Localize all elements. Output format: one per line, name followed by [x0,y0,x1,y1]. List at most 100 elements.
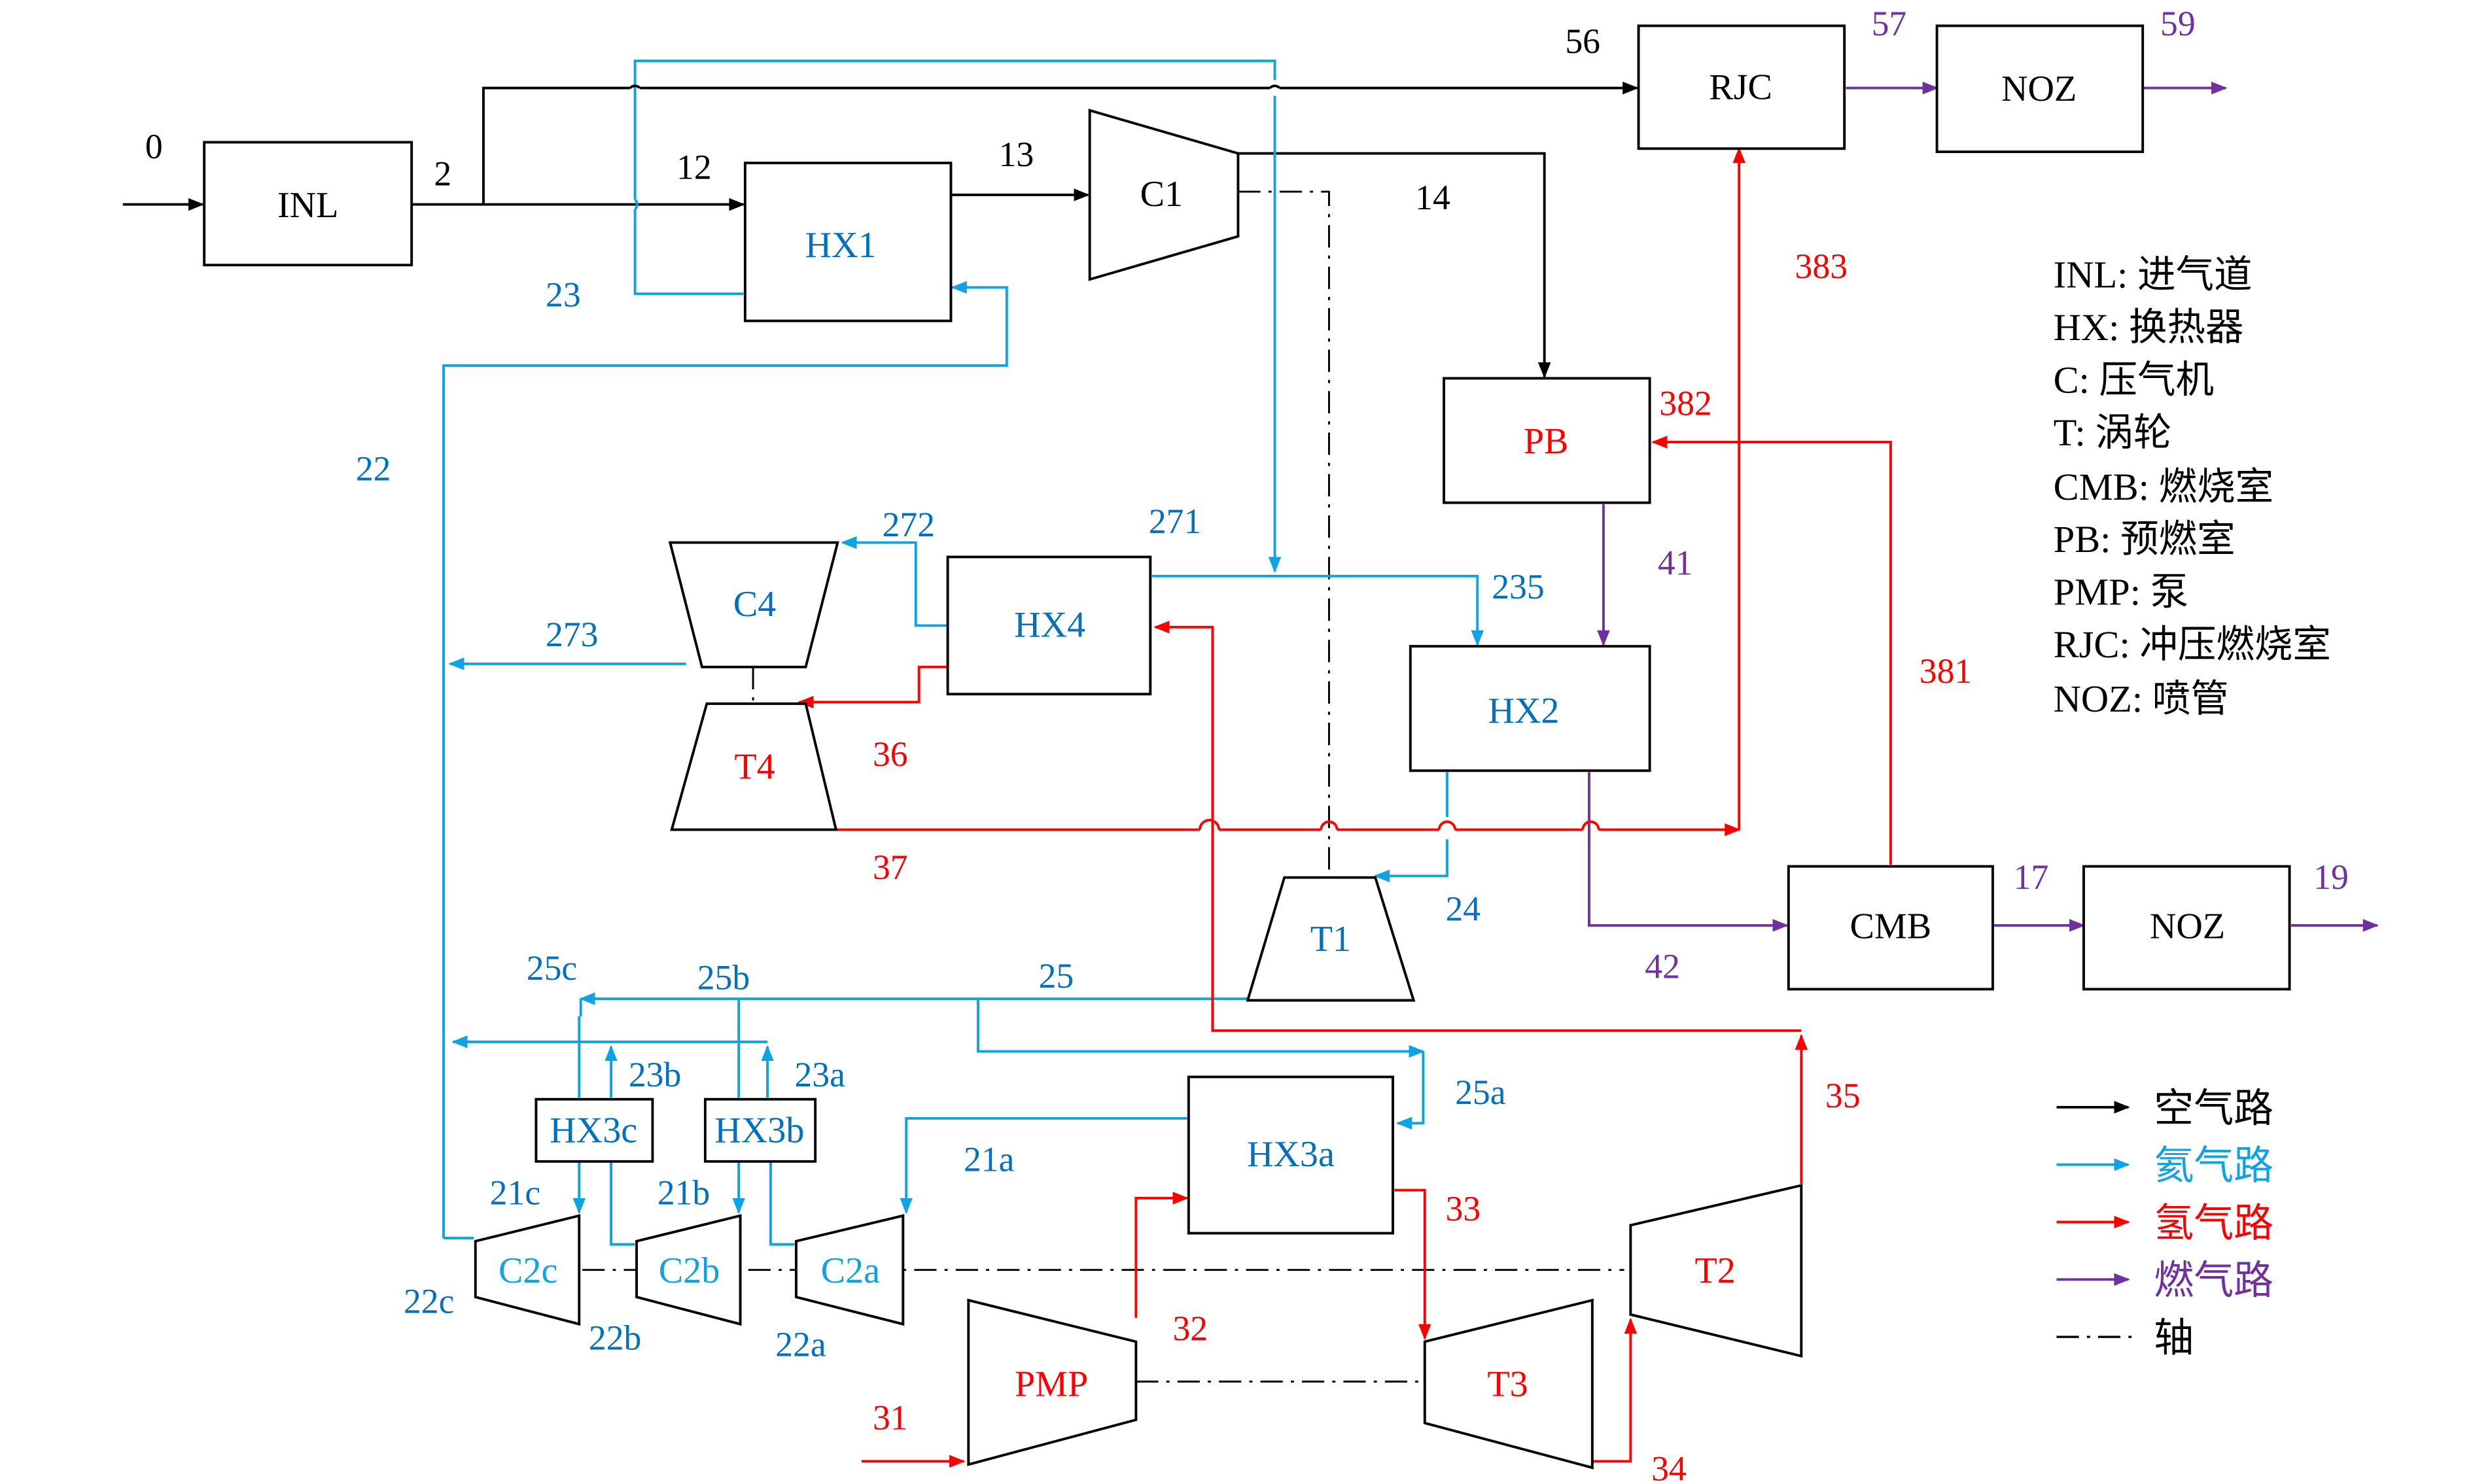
abbr-item: RJC: 冲压燃烧室 [2054,623,2331,666]
abbr-item: NOZ: 喷管 [2054,678,2229,720]
station-383: 383 [1795,247,1848,286]
label-pb: PB [1524,421,1569,462]
station-56: 56 [1565,22,1600,61]
station-25b: 25b [697,958,750,997]
abbr-item: T: 涡轮 [2054,411,2172,454]
station-23: 23 [546,275,581,315]
station-25a: 25a [1455,1073,1506,1112]
hx3b-box [703,1097,817,1163]
legend-helium-label: 氦气路 [2154,1145,2273,1188]
noz-mid-box [2082,865,2291,991]
station-24: 24 [1445,889,1481,929]
shaft-c1-t1 [1238,190,1330,878]
station-14: 14 [1415,178,1450,217]
label-inl: INL [277,185,338,226]
label-c2b: C2b [659,1251,720,1291]
station-42: 42 [1645,946,1680,986]
label-c2a: C2a [821,1251,880,1291]
hydrogen-path [798,147,1892,1468]
station-21c: 21c [490,1173,540,1213]
t1-shape [1246,876,1416,1002]
station-2: 2 [434,154,451,193]
station-37: 37 [873,848,908,887]
noz-top-box [1935,24,2145,154]
station-13: 13 [999,135,1034,174]
station-32: 32 [1172,1309,1208,1348]
label-hx1: HX1 [805,225,877,266]
station-22a: 22a [775,1324,826,1364]
label-c2c: C2c [499,1251,557,1291]
gas-path [1588,81,2379,932]
label-t1: T1 [1310,919,1351,959]
components [203,24,2291,1470]
station-0: 0 [145,127,163,166]
t3-shape [1423,1298,1594,1470]
pmp-shape [967,1298,1138,1466]
station-272: 272 [883,505,935,544]
c4-shape [668,541,839,668]
station-271: 271 [1149,502,1201,541]
station-22c: 22c [404,1281,454,1320]
abbr-item: PB: 预燃室 [2054,518,2236,561]
station-19: 19 [2313,857,2349,897]
hx2-box [1409,645,1651,772]
station-235: 235 [1492,567,1544,606]
label-c1: C1 [1140,174,1183,215]
station-36: 36 [873,734,908,774]
legend-gas-label: 燃气路 [2154,1259,2273,1303]
legend-air-label: 空气路 [2154,1087,2273,1131]
station-382: 382 [1659,384,1711,423]
station-25c: 25c [527,948,577,988]
station-22b: 22b [589,1319,641,1358]
cmb-box [1787,865,1994,991]
helium-path [442,60,1484,1246]
c1-shape [1088,109,1240,281]
c2a-shape [794,1214,905,1326]
label-hx2: HX2 [1488,691,1559,731]
legend-shaft-label: 轴 [2154,1317,2194,1360]
label-noz-mid: NOZ [2150,906,2225,946]
station-57: 57 [1872,4,1907,43]
label-rjc: RJC [1709,67,1772,108]
station-23b: 23b [629,1055,681,1094]
station-labels: 0 2 12 13 14 56 57 59 23 22 383 382 381 … [145,4,2349,1484]
label-noz-top: NOZ [2001,69,2077,109]
label-hx4: HX4 [1014,604,1085,645]
label-t4: T4 [734,747,775,787]
station-22: 22 [356,449,391,488]
station-23a: 23a [794,1055,845,1094]
label-hx3c: HX3c [550,1111,637,1151]
station-381: 381 [1920,651,1972,691]
station-31: 31 [873,1398,908,1438]
label-cmb: CMB [1850,906,1932,946]
abbr-item: PMP: 泵 [2054,571,2189,613]
station-33: 33 [1445,1189,1481,1228]
label-t3: T3 [1487,1364,1528,1404]
station-59: 59 [2160,4,2196,43]
legend: 空气路 氦气路 氢气路 燃气路 轴 [2056,1087,2273,1360]
station-21a: 21a [964,1139,1015,1179]
t2-shape [1629,1183,1803,1358]
abbr-item: INL: 进气道 [2054,253,2253,296]
station-17: 17 [2014,857,2049,897]
abbr-item: C: 压气机 [2054,358,2214,401]
pb-box [1443,377,1651,504]
hx1-box [743,162,953,322]
label-c4: C4 [733,584,776,625]
abbr-item: CMB: 燃烧室 [2054,466,2274,508]
rjc-box [1637,24,1846,150]
label-t2: T2 [1694,1251,1735,1291]
c2b-shape [635,1214,742,1326]
station-25: 25 [1039,956,1074,995]
station-34: 34 [1651,1449,1687,1481]
station-21b: 21b [658,1173,710,1213]
label-hx3b: HX3b [714,1111,804,1151]
shafts [582,190,1624,1383]
hx3c-box [535,1097,654,1163]
station-273: 273 [546,615,598,654]
legend-hydrogen-label: 氢气路 [2154,1201,2273,1245]
component-labels: INL HX1 C1 RJC NOZ PB C4 T4 HX4 HX2 T1 C… [277,67,2225,1405]
hopovers [629,84,1600,830]
